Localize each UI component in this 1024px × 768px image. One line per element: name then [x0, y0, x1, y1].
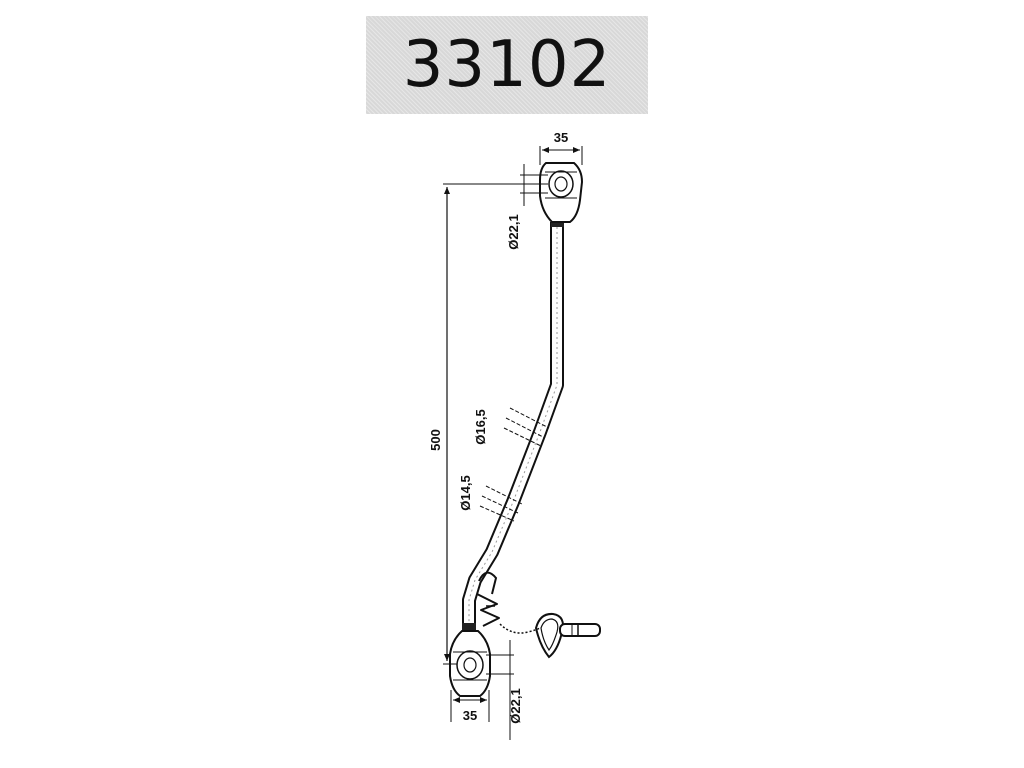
- top-diameter-dimension: [520, 164, 548, 206]
- top-width-dimension: [539, 146, 583, 165]
- length-dimension-label: 500: [428, 429, 443, 451]
- bottom-diameter-dimension: [486, 640, 514, 740]
- locking-bracket: [476, 571, 500, 627]
- lynch-pin: [499, 612, 601, 659]
- bottom-ball-joint: [449, 630, 491, 697]
- upper-diameter-dimension: [503, 407, 550, 447]
- upper-diameter-label: Ø16,5: [473, 409, 488, 444]
- top-width-label: 35: [554, 130, 568, 145]
- bottom-diameter-label: Ø22,1: [508, 688, 523, 723]
- top-diameter-label: Ø22,1: [506, 214, 521, 249]
- part-number-banner: 33102: [366, 16, 648, 114]
- length-dimension: [443, 183, 548, 665]
- part-number: 33102: [402, 28, 612, 102]
- lower-diameter-label: Ø14,5: [458, 475, 473, 510]
- rod: [462, 222, 564, 632]
- bottom-thread-band: [462, 623, 476, 631]
- bottom-width-label: 35: [463, 708, 477, 723]
- lower-diameter-dimension: [479, 485, 523, 522]
- bottom-width-dimension: [450, 690, 490, 722]
